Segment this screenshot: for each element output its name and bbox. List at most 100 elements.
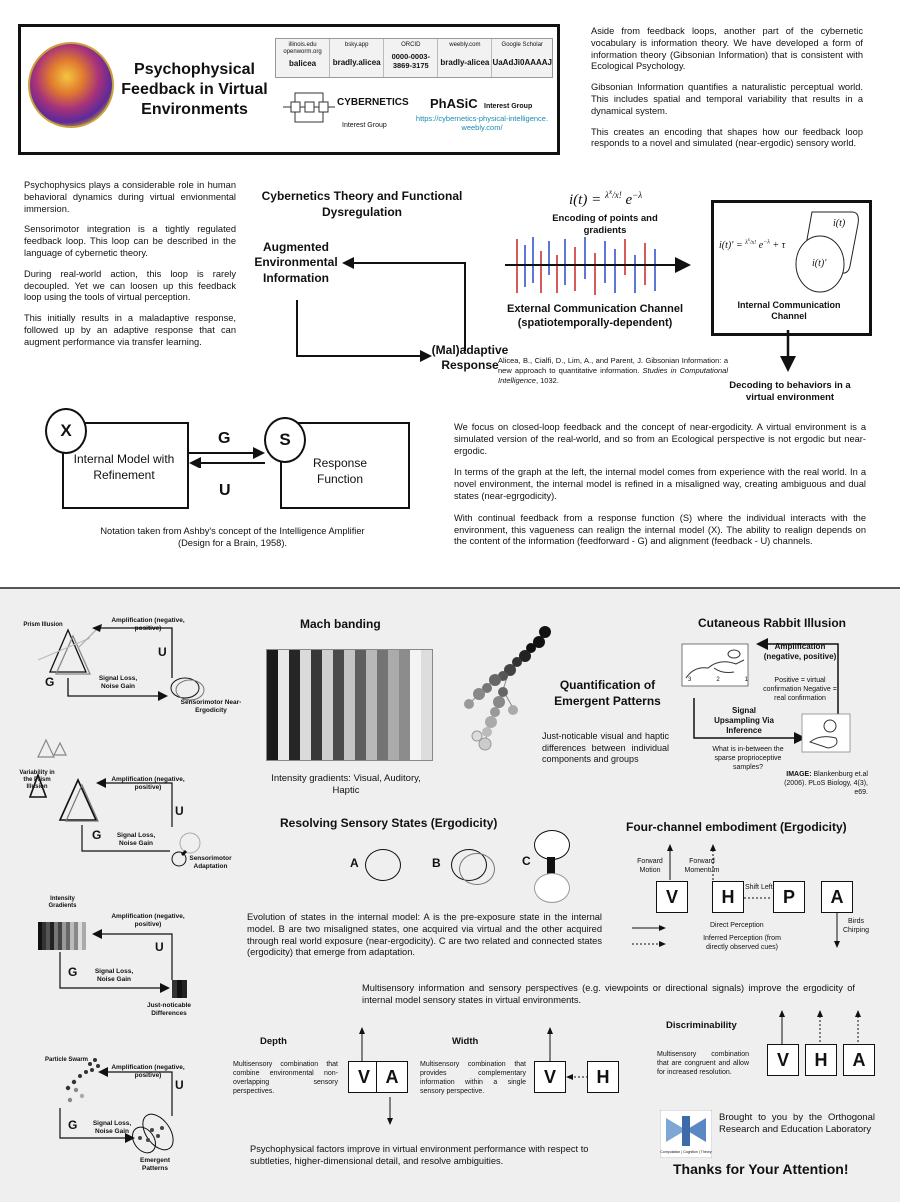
id-orcid[interactable]: ORCID 0000-0003-3869-3175 (384, 39, 439, 77)
discrim-channel-a: A (843, 1044, 875, 1076)
direct-perception-label: Direct Perception (710, 922, 764, 929)
loop-4-sig: Signal Loss, Noise Gain (92, 1120, 132, 1135)
state-c-circle-top (534, 830, 570, 860)
u-label: U (219, 482, 231, 499)
phasic-label: PhASiC (430, 96, 478, 111)
loop-1-g: G (45, 675, 55, 689)
emergent-title: Quantification of Emergent Patterns (554, 678, 661, 708)
id-illinois[interactable]: illinois.edu openworm.org balicea (276, 39, 331, 77)
gibsonian-citation: Alicea, B., Cialfi, D., Lim, A., and Par… (498, 356, 728, 385)
mach-title: Mach banding (300, 617, 381, 631)
rabbit-feedback-diagram (681, 638, 851, 753)
phasic-sub: Interest Group (484, 103, 533, 110)
state-b-circle-2 (459, 853, 495, 885)
ergodicity-text: We focus on closed-loop feedback and the… (454, 422, 866, 547)
response-function-label: Response Function (312, 456, 368, 486)
cybernetics-sub: Interest Group (342, 122, 387, 129)
decoding-arrow (780, 330, 796, 372)
loop-1-amp: Amplification (negative, positive) (111, 617, 185, 632)
id-weebly[interactable]: weebly.com bradly-alicea (438, 39, 493, 77)
inferred-perception-label: Inferred Perception (from directly obser… (703, 935, 781, 951)
lab-logo-caption: Computation | Cognition | Theory (660, 1150, 712, 1154)
loop-diagram-4 (59, 1058, 174, 1154)
thanks-text: Thanks for Your Attention! (673, 1161, 849, 1177)
loop-diagram-1 (37, 624, 205, 701)
loop-3-amp: Amplification (negative, positive) (111, 913, 185, 928)
mach-band (267, 650, 278, 760)
width-channel-v: V (534, 1061, 566, 1093)
mach-band (410, 650, 421, 760)
rabbit-question: What is in-between the sparse propriocep… (712, 746, 784, 772)
mach-band (355, 650, 366, 760)
info-theory-intro: Aside from feedback loops, another part … (591, 26, 863, 149)
resolving-text: Evolution of states in the internal mode… (247, 912, 602, 958)
spike-train-channel (505, 237, 691, 295)
internal-model-label: Internal Model with Refinement (73, 452, 175, 482)
particle-cluster-graphic (464, 626, 551, 751)
mach-band (333, 650, 344, 760)
width-title: Width (452, 1036, 479, 1047)
depth-arrows (359, 1027, 393, 1125)
loop-2-title: Variability in the Prism Illusion (19, 770, 55, 791)
rabbit-signal: Signal Upsampling Via Inference (714, 706, 774, 735)
channel-a: A (821, 881, 853, 913)
internal-channel-label: Internal Communication Channel (737, 300, 841, 322)
width-arrows (547, 1027, 590, 1080)
itp-label: i(t)' (812, 258, 827, 269)
width-text: Multisensory combination that provides c… (420, 1061, 526, 1096)
mach-band (366, 650, 377, 760)
loop-4-amp: Amplification (negative, positive) (111, 1064, 185, 1079)
state-c-link (547, 857, 555, 875)
internal-formula: i(t)' = λx/x! e−λ + τ (719, 238, 786, 251)
mach-band (300, 650, 311, 760)
feedback-loop-arrows (296, 257, 466, 362)
x-circle: X (45, 408, 87, 454)
id-bsky[interactable]: bsky.app bradly.alicea (330, 39, 385, 77)
mach-band (289, 650, 300, 760)
encoding-label: Encoding of points and gradients (552, 213, 658, 236)
loop-3-end: Just-noticable Differences (146, 1002, 192, 1017)
cybernetics-logo-icon (283, 92, 335, 123)
channel-h: H (712, 881, 744, 913)
discrim-channel-h: H (805, 1044, 837, 1076)
loop-1-title: Prism Illusion (23, 622, 63, 628)
forward-motion-label: Forward Motion (637, 858, 663, 874)
discrim-arrows (779, 1010, 861, 1044)
multisensory-text: Multisensory information and sensory per… (362, 983, 855, 1006)
mach-band (311, 650, 322, 760)
ashby-note: Notation taken from Ashby's concept of t… (100, 526, 365, 549)
state-a-label: A (350, 856, 359, 870)
lab-logo (28, 42, 114, 128)
loop-diagram-2 (28, 738, 201, 867)
mach-band (322, 650, 333, 760)
loop-4-g: G (68, 1118, 78, 1132)
loop-4-end: Emergent Patterns (140, 1157, 170, 1172)
mach-band (388, 650, 399, 760)
state-b-label: B (432, 856, 441, 870)
poisson-formula: i(t) = λx/x! e−λ (569, 187, 643, 208)
channel-v: V (656, 881, 688, 913)
id-scholar[interactable]: Google Scholar UaAdJi0AAAAJ (492, 42, 553, 68)
state-c-circle-bottom (534, 873, 570, 903)
s-circle: S (264, 417, 306, 463)
loop-4-title: Particle Swarm (44, 1057, 89, 1063)
emergent-text: Just-noticable visual and haptic differe… (542, 731, 669, 765)
four-channel-title: Four-channel embodiment (Ergodicity) (626, 820, 847, 834)
phasic-link[interactable]: https://cybernetics-physical-intelligenc… (415, 114, 549, 133)
loop-3-sig: Signal Loss, Noise Gain (94, 968, 134, 983)
mach-caption: Intensity gradients: Visual, Auditory, H… (271, 773, 421, 797)
mach-band (377, 650, 388, 760)
discrim-text: Multisensory combination that are congru… (657, 1051, 749, 1077)
loop-2-u: U (175, 804, 184, 818)
resolving-title: Resolving Sensory States (Ergodicity) (280, 816, 498, 830)
it-label: i(t) (833, 218, 846, 229)
response-label: (Mal)adaptive Response (431, 343, 509, 373)
cyber-diagram-title: Cybernetics Theory and Functional Dysreg… (261, 189, 463, 219)
loop-4-u: U (175, 1078, 184, 1092)
mach-band (344, 650, 355, 760)
rabbit-confirmation: Positive = virtual confirmation Negative… (763, 677, 837, 703)
state-a-circle (365, 849, 401, 881)
augmented-label: Augmented Environmental Information (254, 240, 338, 285)
mach-band (278, 650, 289, 760)
